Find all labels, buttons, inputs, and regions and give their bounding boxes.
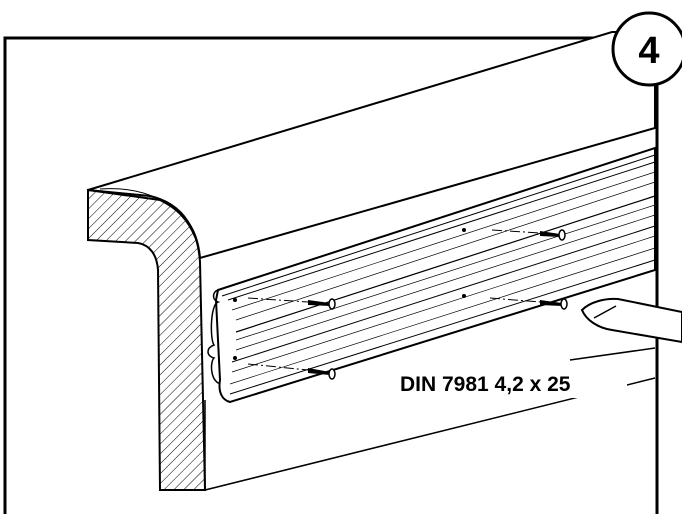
screw-upper-left	[247, 297, 336, 310]
step-number: 4	[638, 30, 659, 72]
callout-leader	[569, 347, 656, 361]
screw-lower-right	[489, 297, 568, 310]
screw-spec-label: DIN 7981 4,2 x 25	[400, 373, 571, 396]
frame-border	[3, 36, 659, 514]
screw-holes	[233, 228, 466, 360]
screwdriver-icon	[580, 297, 682, 344]
countertop	[87, 31, 656, 491]
screw-lower-left	[247, 363, 336, 380]
profile-strip	[207, 146, 656, 404]
screw-upper-right	[491, 229, 566, 241]
section-hatch	[87, 188, 207, 491]
step-badge: 4	[611, 11, 682, 87]
